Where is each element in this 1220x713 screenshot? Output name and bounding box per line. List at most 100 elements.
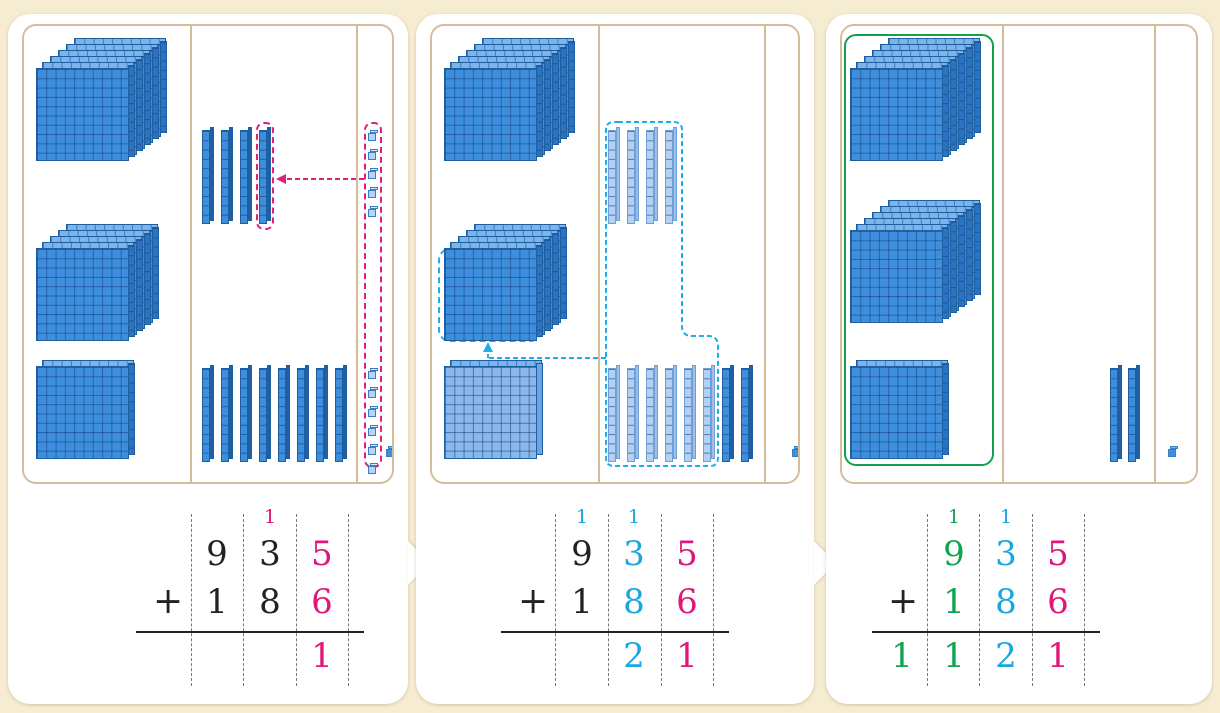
ten-rod bbox=[627, 130, 639, 224]
ten-rod bbox=[240, 130, 252, 224]
one-unit-cube bbox=[386, 446, 394, 457]
sum-line bbox=[136, 631, 364, 633]
ten-rod bbox=[202, 130, 214, 224]
sum-thousands: 1 bbox=[884, 636, 920, 676]
ten-rod bbox=[278, 368, 290, 462]
hundred-flat-block bbox=[850, 230, 950, 330]
place-divider bbox=[661, 514, 662, 686]
one-unit-cube bbox=[792, 446, 800, 457]
place-divider bbox=[608, 514, 609, 686]
hundred-flat-block bbox=[36, 366, 136, 466]
place-divider bbox=[348, 514, 349, 686]
place-divider bbox=[191, 514, 192, 686]
one-unit-cube bbox=[368, 149, 379, 160]
ten-rod bbox=[665, 130, 677, 224]
sum-ones: 1 bbox=[669, 636, 705, 676]
ten-rod bbox=[316, 368, 328, 462]
ten-rod bbox=[1110, 368, 1122, 462]
hundred-flat-block bbox=[444, 68, 544, 168]
column-addition: 1 9 3 5 + 1 8 6 1 bbox=[8, 494, 408, 694]
ten-rod bbox=[202, 368, 214, 462]
ten-rod bbox=[1128, 368, 1140, 462]
ten-rod bbox=[259, 130, 271, 224]
addend2-ones: 6 bbox=[669, 582, 705, 622]
sum-ones: 1 bbox=[304, 636, 340, 676]
plus-sign: + bbox=[888, 582, 918, 622]
base-ten-blocks-view bbox=[840, 24, 1198, 484]
ten-rod bbox=[221, 130, 233, 224]
column-addition: 1 1 9 3 5 + 1 8 6 2 1 bbox=[416, 494, 814, 694]
one-unit-cube bbox=[368, 463, 379, 474]
sum-ones: 1 bbox=[1040, 636, 1076, 676]
column-divider bbox=[356, 26, 358, 482]
sum-tens: 2 bbox=[616, 636, 652, 676]
one-unit-cube bbox=[368, 168, 379, 179]
place-divider bbox=[296, 514, 297, 686]
ten-rod bbox=[259, 368, 271, 462]
ten-rod bbox=[221, 368, 233, 462]
hundred-flat-block bbox=[850, 68, 950, 168]
plus-sign: + bbox=[518, 582, 548, 622]
one-unit-cube bbox=[368, 368, 379, 379]
sum-line bbox=[872, 631, 1100, 633]
addend1-hundreds: 9 bbox=[936, 534, 972, 574]
carry-thousands: 1 bbox=[564, 506, 600, 528]
carry-hundreds: 1 bbox=[988, 506, 1024, 528]
step-panel-3: 1 1 9 3 5 + 1 8 6 1 1 2 1 bbox=[826, 14, 1212, 704]
place-divider bbox=[555, 514, 556, 686]
ten-rod bbox=[646, 130, 658, 224]
ten-rod bbox=[627, 368, 639, 462]
ten-rod bbox=[646, 368, 658, 462]
hundred-flat-block bbox=[36, 68, 136, 168]
addend2-ones: 6 bbox=[304, 582, 340, 622]
base-ten-blocks-view bbox=[22, 24, 394, 484]
one-unit-cube bbox=[1168, 446, 1179, 457]
addend1-ones: 5 bbox=[1040, 534, 1076, 574]
ten-rod bbox=[240, 368, 252, 462]
column-divider bbox=[1154, 26, 1156, 482]
hundred-flat-block bbox=[444, 248, 544, 348]
addend2-hundreds: 1 bbox=[564, 582, 600, 622]
addend1-hundreds: 9 bbox=[564, 534, 600, 574]
sum-tens: 2 bbox=[988, 636, 1024, 676]
one-unit-cube bbox=[368, 130, 379, 141]
base-ten-blocks-view bbox=[430, 24, 800, 484]
ten-rod bbox=[703, 368, 715, 462]
hundred-flat-block bbox=[444, 366, 544, 466]
addend1-tens: 3 bbox=[252, 534, 288, 574]
addend2-tens: 8 bbox=[252, 582, 288, 622]
sum-hundreds: 1 bbox=[936, 636, 972, 676]
ten-rod bbox=[608, 130, 620, 224]
addend2-hundreds: 1 bbox=[199, 582, 235, 622]
place-divider bbox=[1032, 514, 1033, 686]
addend1-tens: 3 bbox=[988, 534, 1024, 574]
one-unit-cube bbox=[368, 444, 379, 455]
regroup-arrow bbox=[274, 172, 366, 186]
column-divider bbox=[1002, 26, 1004, 482]
column-addition: 1 1 9 3 5 + 1 8 6 1 1 2 1 bbox=[826, 494, 1212, 694]
step-panel-1: 1 9 3 5 + 1 8 6 1 bbox=[8, 14, 408, 704]
carry-tens: 1 bbox=[252, 506, 288, 528]
addend2-ones: 6 bbox=[1040, 582, 1076, 622]
ten-rod bbox=[722, 368, 734, 462]
ten-rod bbox=[665, 368, 677, 462]
place-divider bbox=[713, 514, 714, 686]
place-divider bbox=[979, 514, 980, 686]
addend1-hundreds: 9 bbox=[199, 534, 235, 574]
one-unit-cube bbox=[368, 406, 379, 417]
column-divider bbox=[190, 26, 192, 482]
addend2-tens: 8 bbox=[988, 582, 1024, 622]
one-unit-cube bbox=[368, 387, 379, 398]
place-divider bbox=[927, 514, 928, 686]
ten-rod bbox=[608, 368, 620, 462]
ten-rod bbox=[684, 368, 696, 462]
carry-hundreds: 1 bbox=[616, 506, 652, 528]
hundred-flat-block bbox=[850, 366, 950, 466]
carry-thousands: 1 bbox=[936, 506, 972, 528]
hundred-flat-block bbox=[36, 248, 136, 348]
place-divider bbox=[1084, 514, 1085, 686]
one-unit-cube bbox=[368, 206, 379, 217]
ten-rod bbox=[297, 368, 309, 462]
addend1-tens: 3 bbox=[616, 534, 652, 574]
place-divider bbox=[243, 514, 244, 686]
